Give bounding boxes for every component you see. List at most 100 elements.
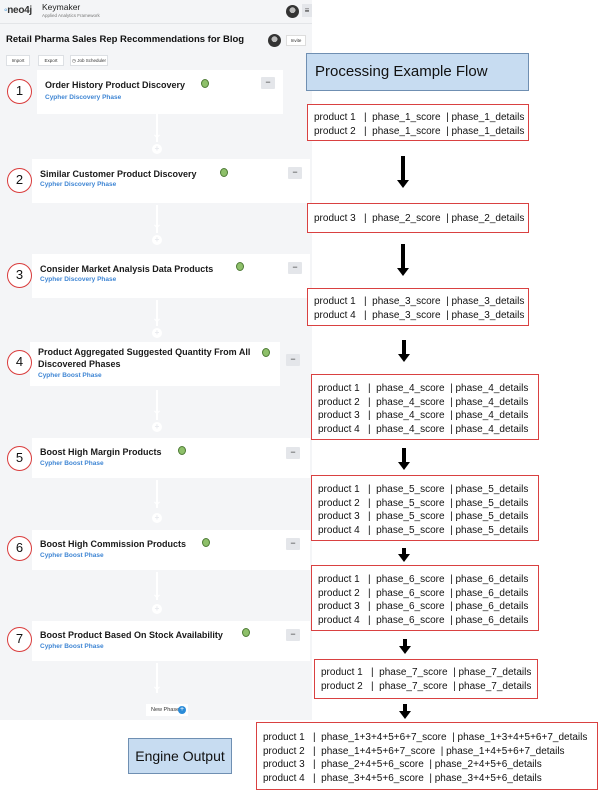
arrow-down-icon: ⌄ <box>151 401 163 417</box>
output-row: product 2 | phase_6_score | phase_6_deta… <box>318 587 529 599</box>
collapse-button[interactable]: − <box>286 447 300 459</box>
output-row: product 2 | phase_7_score | phase_7_deta… <box>321 680 532 692</box>
menu-button[interactable]: ≡ <box>302 4 312 17</box>
collapse-button[interactable]: − <box>286 629 300 641</box>
add-phase-icon[interactable]: + <box>152 328 162 338</box>
status-indicator <box>220 168 228 177</box>
phase-type: Cypher Boost Phase <box>40 552 104 559</box>
app-topbar: ◦neo4j Keymaker Applied Analytics Framew… <box>0 0 312 24</box>
flow-title: Processing Example Flow <box>306 53 529 91</box>
phase-type: Cypher Discovery Phase <box>40 181 117 188</box>
phase-card-3[interactable]: Consider Market Analysis Data Products C… <box>32 254 310 298</box>
collapse-button[interactable]: − <box>286 354 300 366</box>
phase-type: Cypher Discovery Phase <box>40 276 117 283</box>
output-row: product 4 | phase_6_score | phase_6_deta… <box>318 614 529 626</box>
phase-card-2[interactable]: Similar Customer Product Discovery Cyphe… <box>32 159 310 203</box>
add-phase-icon[interactable]: + <box>152 235 162 245</box>
output-row: product 2 | phase_5_score | phase_5_deta… <box>318 497 529 509</box>
phase-connector <box>156 300 158 326</box>
phase-title: Boost High Commission Products <box>40 539 187 549</box>
new-phase-button[interactable]: New Phase + <box>146 704 188 716</box>
output-row: product 1 | phase_4_score | phase_4_deta… <box>318 383 529 394</box>
arrow-down-icon: ⌄ <box>151 215 163 231</box>
phase-title: Similar Customer Product Discovery <box>40 169 197 179</box>
phase-connector <box>156 480 158 508</box>
arrow-down-icon <box>397 448 411 470</box>
output-row: product 1 | phase_6_score | phase_6_deta… <box>318 574 529 585</box>
invite-button[interactable]: Invite <box>286 35 306 46</box>
step-number-5: 5 <box>7 446 32 471</box>
output-row: product 3 | phase_2+4+5+6_score | phase_… <box>263 759 542 771</box>
phase-connector <box>156 572 158 600</box>
output-row: product 3 | phase_2_score | phase_2_deta… <box>314 213 525 224</box>
step-number-4: 4 <box>7 350 32 375</box>
add-phase-icon[interactable]: + <box>152 604 162 614</box>
output-row: product 1 | phase_1+3+4+5+6+7_score | ph… <box>263 732 588 743</box>
job-scheduler-button[interactable]: ◷ Job Scheduler <box>70 55 108 66</box>
output-row: product 3 | phase_5_score | phase_5_deta… <box>318 511 529 523</box>
phase-title: Boost Product Based On Stock Availabilit… <box>40 630 223 640</box>
add-phase-icon[interactable]: + <box>152 422 162 432</box>
phase-title: Consider Market Analysis Data Products <box>40 264 214 274</box>
engine-output-box: product 1 | phase_1+3+4+5+6+7_score | ph… <box>256 722 598 790</box>
phase-card-5[interactable]: Boost High Margin Products Cypher Boost … <box>32 438 310 478</box>
output-row: product 1 | phase_5_score | phase_5_deta… <box>318 484 529 495</box>
arrow-down-icon <box>397 548 411 562</box>
arrow-down-icon: ⌄ <box>151 585 163 601</box>
arrow-down-icon: ⌄ <box>151 309 163 325</box>
phase-card-7[interactable]: Boost Product Based On Stock Availabilit… <box>32 621 310 661</box>
output-row: product 2 | phase_4_score | phase_4_deta… <box>318 396 529 408</box>
clock-icon: ◷ <box>72 58 78 63</box>
phase-type: Cypher Boost Phase <box>40 643 104 650</box>
user-avatar[interactable] <box>286 5 299 18</box>
arrow-down-icon <box>398 704 412 719</box>
output-row: product 4 | phase_3_score | phase_3_deta… <box>314 309 525 321</box>
output-row: product 2 | phase_1_score | phase_1_deta… <box>314 125 525 137</box>
app-subtitle: Applied Analytics Framework <box>42 13 100 18</box>
collapse-button[interactable]: − <box>261 77 275 89</box>
output-row: product 1 | phase_3_score | phase_3_deta… <box>314 296 525 307</box>
collapse-button[interactable]: − <box>288 262 302 274</box>
step-number-1: 1 <box>7 79 32 104</box>
engine-output-label: Engine Output <box>128 738 232 774</box>
export-button[interactable]: Export <box>38 55 64 66</box>
phase-title: Order History Product Discovery <box>45 80 186 90</box>
arrow-down-icon <box>396 244 410 276</box>
output-row: product 3 | phase_4_score | phase_4_deta… <box>318 410 529 422</box>
phase-card-1[interactable]: Order History Product Discovery Cypher D… <box>37 70 283 114</box>
job-scheduler-label: Job Scheduler <box>77 58 106 63</box>
status-indicator <box>201 79 209 88</box>
phase-type: Cypher Boost Phase <box>40 460 104 467</box>
import-button[interactable]: Import <box>6 55 30 66</box>
arrow-down-icon <box>397 340 411 362</box>
step-number-3: 3 <box>7 263 32 288</box>
phase-1-output-box: product 1 | phase_1_score | phase_1_deta… <box>307 104 529 141</box>
add-phase-icon[interactable]: + <box>152 144 162 154</box>
add-phase-icon[interactable]: + <box>152 513 162 523</box>
arrow-down-icon <box>396 156 410 188</box>
arrow-down-icon <box>398 639 412 654</box>
status-indicator <box>202 538 210 547</box>
arrow-down-icon: ⌄ <box>151 677 163 693</box>
phase-connector <box>156 114 158 142</box>
phase-connector <box>156 205 158 233</box>
phase-connector <box>156 390 158 420</box>
phase-2-output-box: product 3 | phase_2_score | phase_2_deta… <box>307 203 529 233</box>
phase-type: Cypher Discovery Phase <box>45 94 122 101</box>
page-title: Retail Pharma Sales Rep Recommendations … <box>6 34 245 45</box>
collaborator-avatar[interactable] <box>268 34 281 47</box>
new-phase-label: New Phase <box>151 707 180 713</box>
phase-3-output-box: product 1 | phase_3_score | phase_3_deta… <box>307 288 529 326</box>
status-indicator <box>236 262 244 271</box>
step-number-6: 6 <box>7 536 32 561</box>
phase-title: Product Aggregated Suggested Quantity Fr… <box>38 347 251 369</box>
output-row: product 4 | phase_3+4+5+6_score | phase_… <box>263 772 542 784</box>
phase-7-output-box: product 1 | phase_7_score | phase_7_deta… <box>314 659 538 699</box>
phase-card-4[interactable]: Product Aggregated Suggested Quantity Fr… <box>30 342 280 386</box>
output-row: product 3 | phase_6_score | phase_6_deta… <box>318 601 529 613</box>
collapse-button[interactable]: − <box>286 538 300 550</box>
phase-card-6[interactable]: Boost High Commission Products Cypher Bo… <box>32 530 310 570</box>
step-number-2: 2 <box>7 168 32 193</box>
status-indicator <box>178 446 186 455</box>
collapse-button[interactable]: − <box>288 167 302 179</box>
